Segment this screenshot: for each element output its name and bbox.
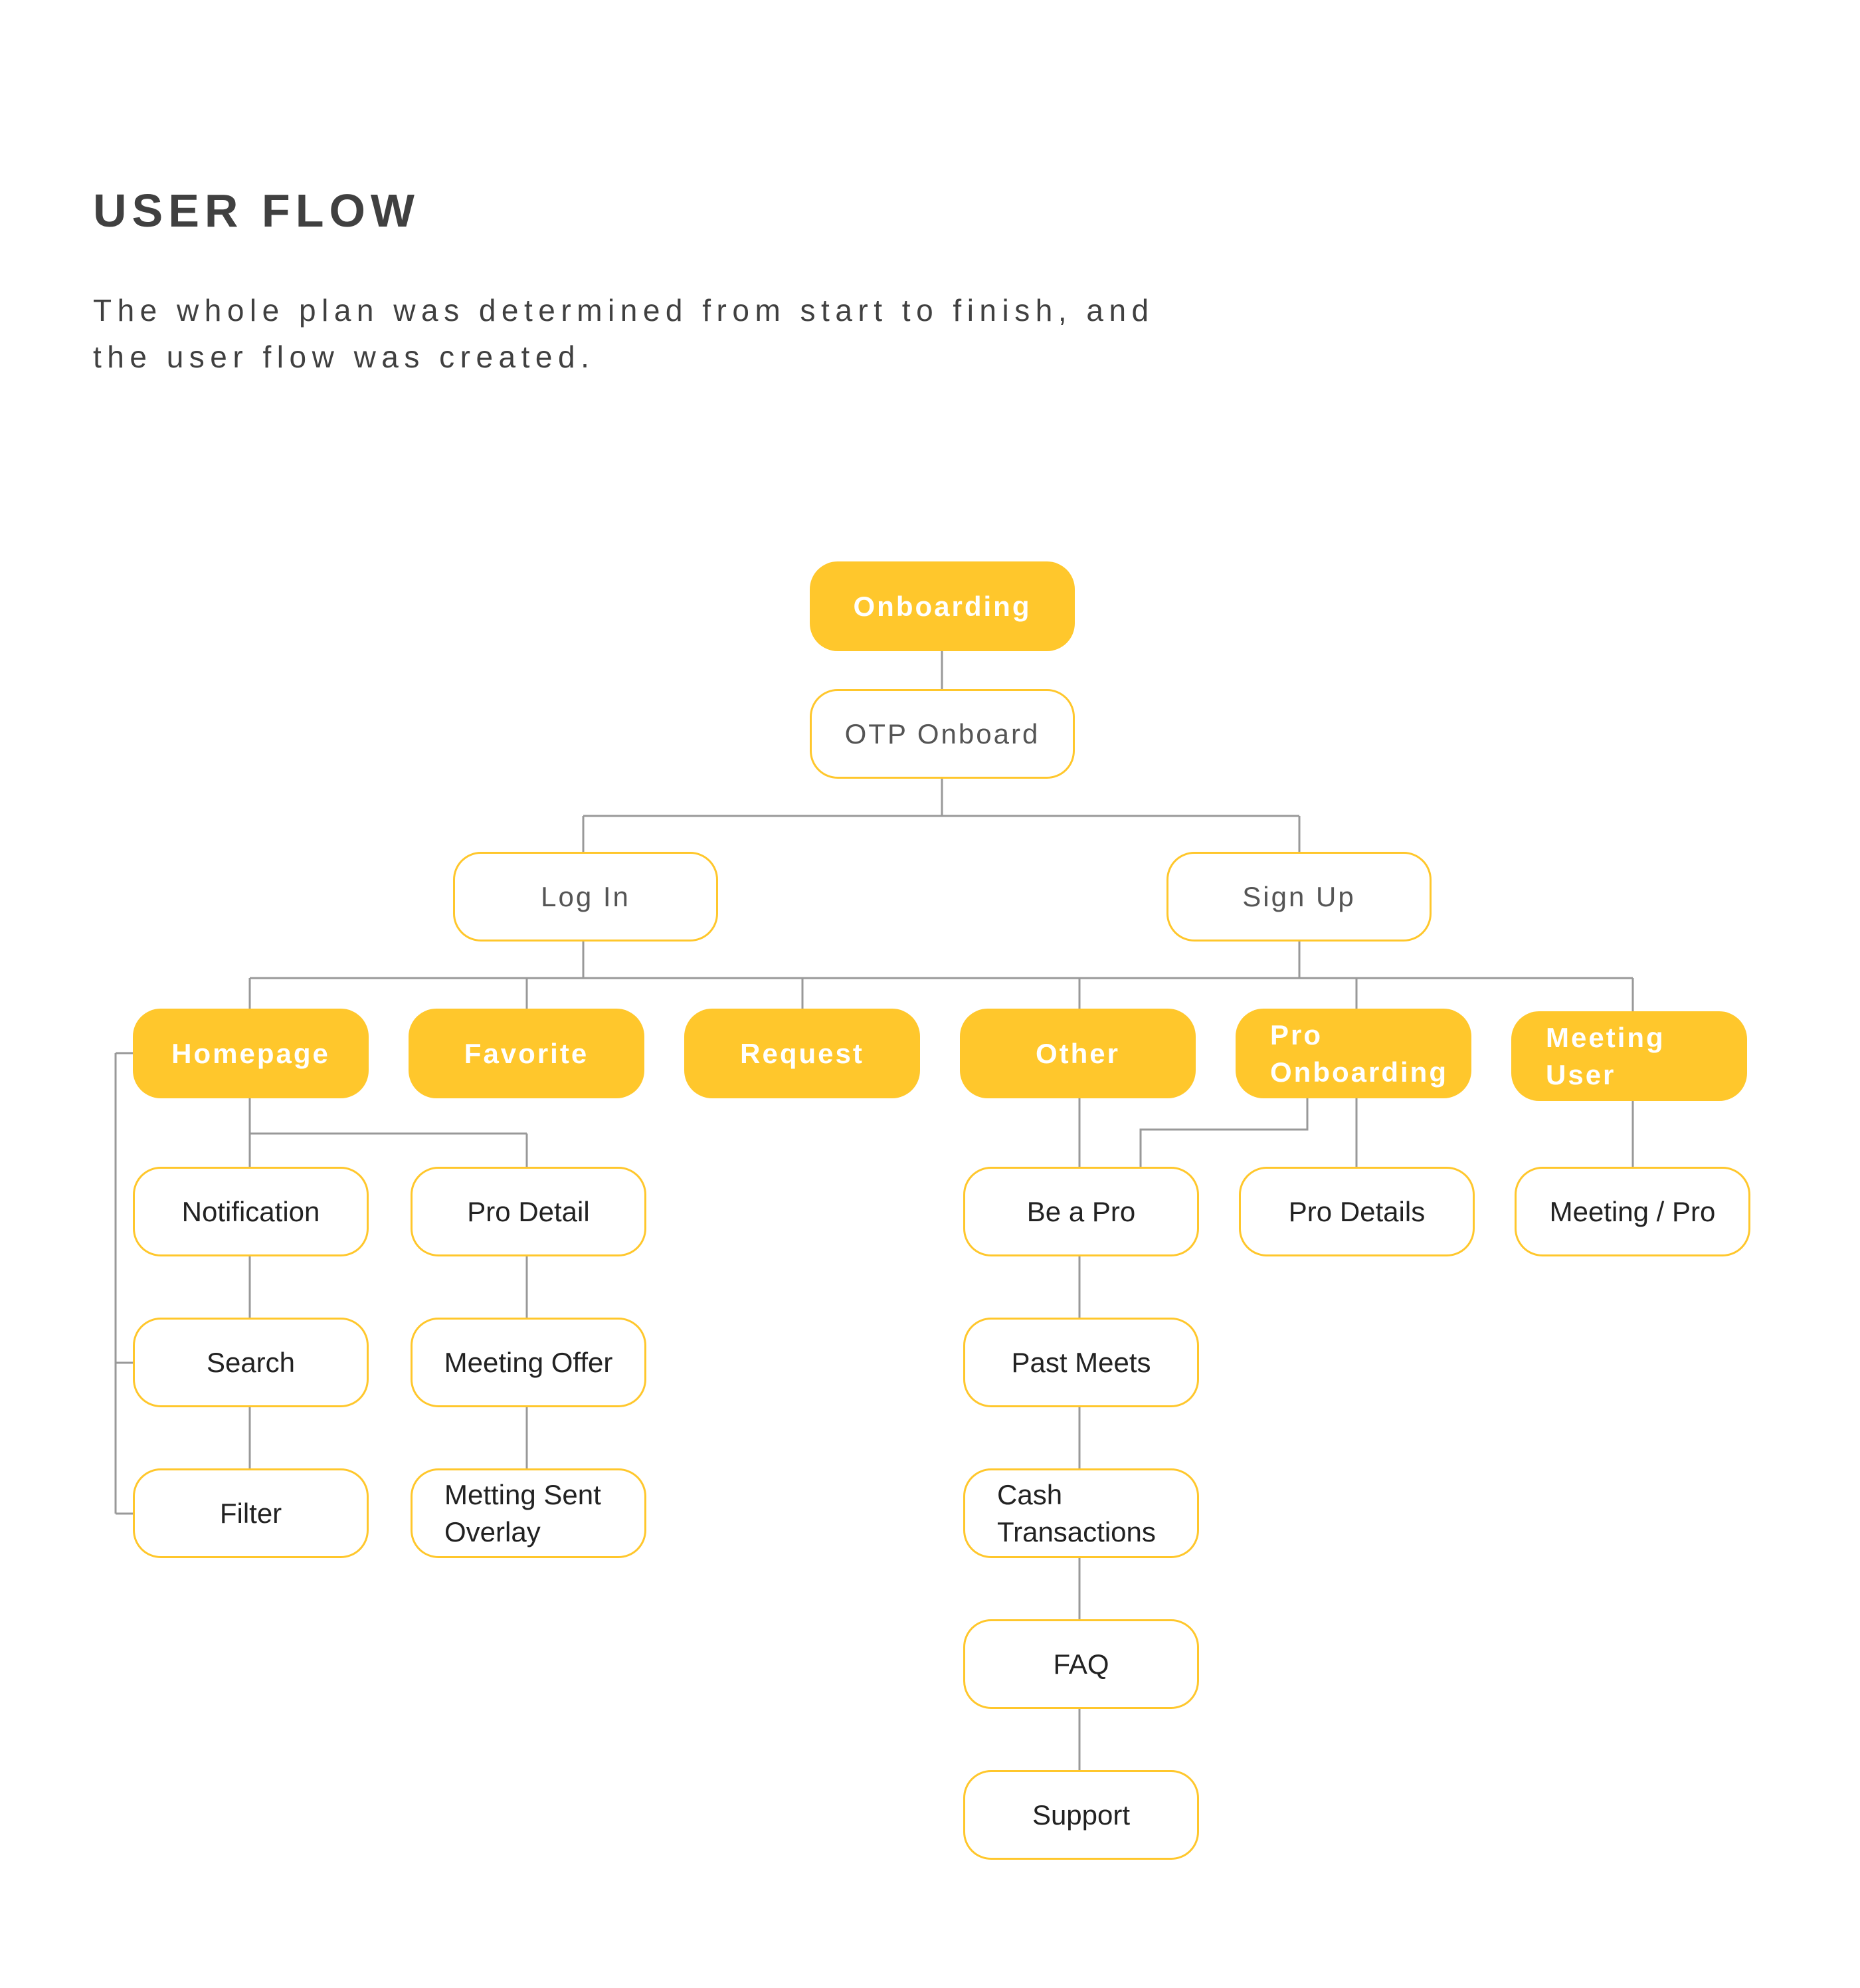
node-other[interactable]: Other bbox=[960, 1009, 1196, 1098]
node-faq[interactable]: FAQ bbox=[963, 1619, 1199, 1709]
node-meeting-user[interactable]: Meeting User bbox=[1511, 1011, 1747, 1101]
node-pro-details[interactable]: Pro Details bbox=[1239, 1167, 1475, 1256]
node-search[interactable]: Search bbox=[133, 1318, 369, 1407]
node-meeting-pro[interactable]: Meeting / Pro bbox=[1515, 1167, 1750, 1256]
node-metting-sent-overlay[interactable]: Metting Sent Overlay bbox=[411, 1468, 646, 1558]
subtitle-line-1: The whole plan was determined from start… bbox=[93, 293, 1155, 328]
node-request[interactable]: Request bbox=[684, 1009, 920, 1098]
node-filter[interactable]: Filter bbox=[133, 1468, 369, 1558]
node-onboarding[interactable]: Onboarding bbox=[810, 561, 1075, 651]
node-sign-up[interactable]: Sign Up bbox=[1166, 852, 1432, 942]
node-support[interactable]: Support bbox=[963, 1770, 1199, 1860]
page-title: USER FLOW bbox=[93, 185, 420, 237]
node-past-meets[interactable]: Past Meets bbox=[963, 1318, 1199, 1407]
node-be-a-pro[interactable]: Be a Pro bbox=[963, 1167, 1199, 1256]
node-pro-onboarding[interactable]: Pro Onboarding bbox=[1236, 1009, 1471, 1098]
node-notification[interactable]: Notification bbox=[133, 1167, 369, 1256]
page-subtitle: The whole plan was determined from start… bbox=[93, 287, 1155, 380]
subtitle-line-2: the user flow was created. bbox=[93, 340, 595, 374]
node-pro-detail[interactable]: Pro Detail bbox=[411, 1167, 646, 1256]
connector-pro-onboarding-bepro bbox=[1139, 1098, 1309, 1167]
node-homepage[interactable]: Homepage bbox=[133, 1009, 369, 1098]
node-favorite[interactable]: Favorite bbox=[409, 1009, 644, 1098]
node-cash-transactions[interactable]: Cash Transactions bbox=[963, 1468, 1199, 1558]
node-log-in[interactable]: Log In bbox=[453, 852, 718, 942]
node-otp-onboard[interactable]: OTP Onboard bbox=[810, 689, 1075, 779]
node-meeting-offer[interactable]: Meeting Offer bbox=[411, 1318, 646, 1407]
